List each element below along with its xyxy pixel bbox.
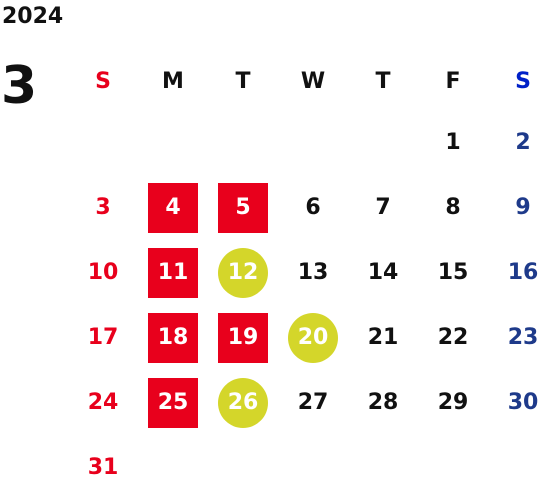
year-label: 2024 — [2, 4, 64, 29]
day-number: 22 — [437, 325, 469, 350]
weekday-header-wed: W — [300, 68, 326, 94]
day-cell[interactable]: 29 — [418, 370, 488, 435]
day-cell[interactable]: 26 — [208, 370, 278, 435]
day-cell[interactable]: 7 — [348, 175, 418, 240]
day-number: 10 — [87, 260, 119, 285]
day-number: 27 — [297, 390, 329, 415]
day-cell[interactable]: 3 — [68, 175, 138, 240]
weekday-header-sun: S — [95, 68, 111, 94]
day-cell[interactable]: 4 — [138, 175, 208, 240]
day-number: 21 — [367, 325, 399, 350]
day-cell[interactable]: 24 — [68, 370, 138, 435]
day-number-marked-square: 25 — [148, 377, 198, 428]
day-cell[interactable]: 12 — [208, 240, 278, 305]
day-number: 6 — [305, 195, 321, 220]
day-number: 31 — [87, 455, 119, 480]
day-number: 23 — [507, 325, 539, 350]
day-number: 28 — [367, 390, 399, 415]
day-number-marked-circle: 26 — [218, 377, 268, 428]
day-number: 2 — [515, 130, 531, 155]
day-cell[interactable]: 18 — [138, 305, 208, 370]
day-number: 17 — [87, 325, 119, 350]
weekday-header-fri: F — [445, 68, 461, 94]
month-label: 3 — [1, 56, 38, 116]
day-cell[interactable]: 28 — [348, 370, 418, 435]
day-cell[interactable]: 22 — [418, 305, 488, 370]
day-number: 30 — [507, 390, 539, 415]
day-cell[interactable]: 14 — [348, 240, 418, 305]
day-number-marked-square: 4 — [148, 182, 198, 233]
day-cell[interactable]: 8 — [418, 175, 488, 240]
day-cell[interactable]: 13 — [278, 240, 348, 305]
day-number: 1 — [445, 130, 461, 155]
day-cell[interactable]: 2 — [488, 110, 548, 175]
day-number: 29 — [437, 390, 469, 415]
day-cell[interactable]: 10 — [68, 240, 138, 305]
day-cell[interactable]: 5 — [208, 175, 278, 240]
day-cell[interactable]: 16 — [488, 240, 548, 305]
day-number-marked-circle: 20 — [288, 312, 338, 363]
weekday-header-sat: S — [515, 68, 531, 94]
day-number-marked-square: 19 — [218, 312, 268, 363]
day-cell[interactable]: 25 — [138, 370, 208, 435]
day-number-marked-square: 11 — [148, 247, 198, 298]
empty-day-cell — [278, 110, 348, 175]
day-number: 3 — [95, 195, 111, 220]
weekday-header-tue: T — [235, 68, 251, 94]
day-cell[interactable]: 23 — [488, 305, 548, 370]
day-cell[interactable]: 1 — [418, 110, 488, 175]
day-number: 24 — [87, 390, 119, 415]
day-cell[interactable]: 17 — [68, 305, 138, 370]
day-cell[interactable]: 9 — [488, 175, 548, 240]
day-number: 9 — [515, 195, 531, 220]
day-cell[interactable]: 15 — [418, 240, 488, 305]
day-number-marked-square: 5 — [218, 182, 268, 233]
day-number: 14 — [367, 260, 399, 285]
day-number: 13 — [297, 260, 329, 285]
weekday-header-mon: M — [162, 68, 184, 94]
empty-day-cell — [68, 110, 138, 175]
day-cell[interactable]: 31 — [68, 435, 138, 500]
empty-day-cell — [348, 110, 418, 175]
day-cell[interactable]: 19 — [208, 305, 278, 370]
empty-day-cell — [138, 110, 208, 175]
day-number: 8 — [445, 195, 461, 220]
day-cell[interactable]: 21 — [348, 305, 418, 370]
weekday-header-thu: T — [375, 68, 391, 94]
empty-day-cell — [208, 110, 278, 175]
day-number: 7 — [375, 195, 391, 220]
day-cell[interactable]: 30 — [488, 370, 548, 435]
day-number: 16 — [507, 260, 539, 285]
day-cell[interactable]: 6 — [278, 175, 348, 240]
day-cell[interactable]: 27 — [278, 370, 348, 435]
day-number-marked-circle: 12 — [218, 247, 268, 298]
day-number-marked-square: 18 — [148, 312, 198, 363]
day-number: 15 — [437, 260, 469, 285]
day-cell[interactable]: 20 — [278, 305, 348, 370]
day-cell[interactable]: 11 — [138, 240, 208, 305]
